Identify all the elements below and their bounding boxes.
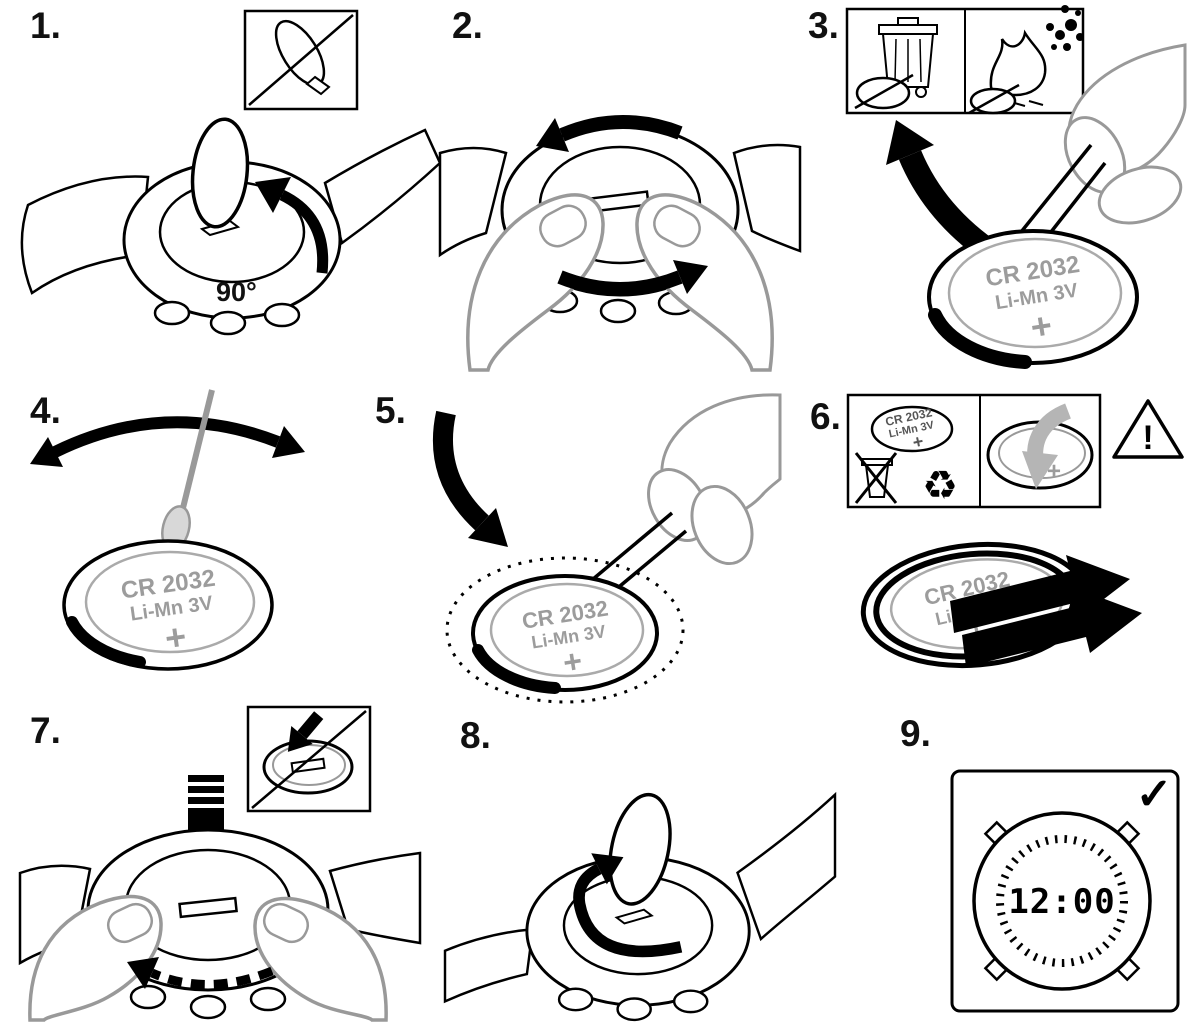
step-9: 9. ✓ 12:00 [890, 705, 1190, 1017]
close-rotation-arrow-icon [573, 853, 683, 958]
step-1-number: 1. [30, 5, 61, 46]
step-1: 1. 90° [20, 5, 442, 370]
rotation-arrows-icon [536, 115, 708, 296]
cotton-swab-icon [161, 389, 215, 551]
watch-button [263, 302, 301, 328]
step-6: 6. CR 2032 Li-Mn 3V + ♻ [790, 388, 1190, 673]
battery-cover-slot [614, 908, 654, 925]
left-thumb-icon [28, 894, 163, 1022]
watch-button [599, 298, 637, 324]
watch-button [209, 310, 247, 336]
hand-icon [647, 393, 782, 566]
tick-ring [996, 835, 1128, 967]
crossed-trash-icon [854, 452, 898, 504]
watch-button [557, 987, 594, 1012]
step-3: 3. [795, 5, 1191, 380]
step-1-illustration: 90° [20, 9, 442, 336]
prohibition-slash [248, 14, 354, 106]
step-7-number: 7. [30, 710, 61, 751]
step-5: 5. CR 2032 Li-Mn 3V + [360, 385, 782, 707]
insert-arrow-icon [433, 410, 508, 547]
step-7-illustration [18, 705, 422, 1022]
flip-arrow-head [1022, 451, 1058, 489]
disposal-prohibition-inset [845, 5, 1085, 115]
prohibition-slash [251, 710, 367, 809]
battery-cover-slot [178, 896, 238, 919]
step-2: 2. [438, 5, 802, 372]
step-8-number: 8. [460, 715, 491, 756]
checkmark-icon: ✓ [1136, 770, 1173, 819]
right-thumb-icon [635, 193, 774, 372]
battery-seat-dotted-circle [445, 556, 685, 704]
coin-icon [190, 117, 250, 229]
right-thumb-icon [253, 896, 388, 1022]
warning-triangle-icon: ! [1112, 399, 1184, 459]
watch-button [153, 300, 191, 326]
clean-arrow-icon [30, 416, 305, 467]
step-4-illustration: CR 2032 Li-Mn 3V + [30, 389, 305, 671]
svg-text:+: + [911, 431, 925, 453]
watch-button [129, 984, 167, 1010]
step-7: 7. [18, 705, 422, 1022]
smoke-dots-icon [1046, 5, 1084, 51]
watch-button [672, 989, 709, 1014]
flip-battery-icon: + [986, 403, 1094, 490]
step-2-number: 2. [452, 5, 483, 46]
coin-icon [608, 792, 672, 906]
inset-battery-icon: CR 2032 Li-Mn 3V + [870, 405, 954, 453]
time-display: 12:00 [1008, 882, 1115, 922]
step-9-number: 9. [900, 713, 931, 754]
coin-prohibition-inset [243, 9, 359, 111]
battery-icon: CR 2032 Li-Mn 3V + [927, 229, 1139, 369]
watch-display-icon: 12:00 [972, 811, 1152, 991]
disposal-info-inset: CR 2032 Li-Mn 3V + ♻ + [846, 393, 1102, 509]
battery-icon: CR 2032 Li-Mn 3V + [471, 574, 659, 694]
step-4: 4. CR 2032 Li-Mn 3V + [20, 385, 350, 700]
recycle-icon: ♻ [922, 464, 958, 508]
step-8-illustration [443, 791, 837, 1022]
step-4-number: 4. [30, 390, 61, 431]
step-2-illustration [438, 115, 802, 372]
battery-icon: CR 2032 Li-Mn 3V + [62, 539, 274, 671]
prohibition-slash [854, 73, 914, 110]
watch-button [249, 986, 287, 1012]
step-8: 8. [440, 705, 840, 1025]
watch-button [189, 994, 227, 1020]
insertion-arrows-icon [950, 555, 1142, 667]
lock-rotation-arrow-icon [127, 957, 274, 989]
battery-label: CR 2032 Li-Mn 3V + [984, 251, 1082, 348]
step-3-number: 3. [808, 5, 839, 46]
trash-bin-icon [878, 17, 938, 98]
step-6-number: 6. [810, 396, 841, 437]
removal-arrow-icon [886, 120, 1002, 265]
angle-text: 90° [216, 277, 257, 307]
press-arrow-icon [287, 711, 324, 752]
step-6-illustration: CR 2032 Li-Mn 3V + ♻ + ! [846, 393, 1184, 669]
left-thumb-icon [466, 193, 605, 372]
press-prohibition-inset [246, 705, 372, 813]
prohibition-slash [968, 83, 1020, 115]
step-9-illustration: ✓ 12:00 [950, 769, 1180, 1013]
step-5-illustration: CR 2032 Li-Mn 3V + [433, 393, 782, 704]
step-3-illustration: CR 2032 Li-Mn 3V + [845, 5, 1187, 369]
svg-text:!: ! [1142, 419, 1153, 457]
rotate-90-arrow-icon [255, 177, 329, 274]
step-5-number: 5. [375, 390, 406, 431]
